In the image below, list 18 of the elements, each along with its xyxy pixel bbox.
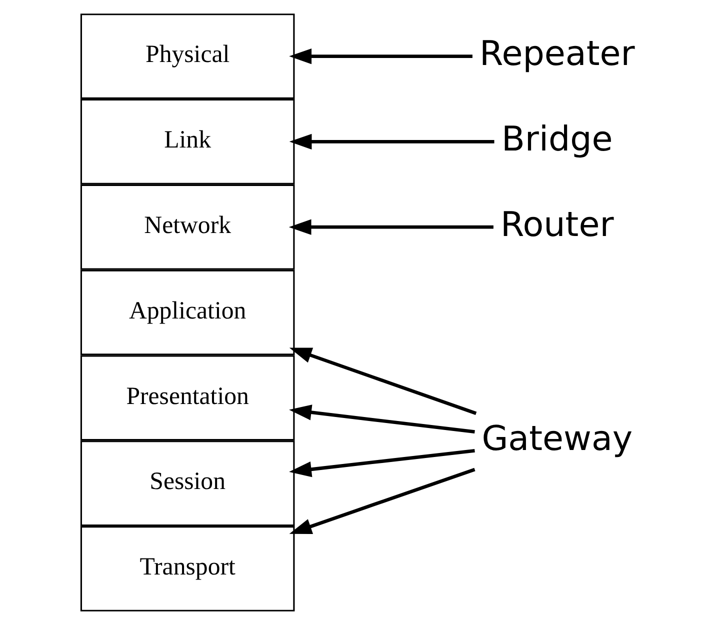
node-box: Physical [80,14,295,99]
arrow [288,219,494,235]
node-box: Application [80,270,295,356]
node-box: Session [80,440,295,526]
arrow [289,468,476,534]
node-text: Gateway [482,419,633,460]
arrow [289,348,477,416]
arrow [289,48,472,64]
arrow [289,448,475,478]
node-text: Bridge [501,119,613,160]
node-text: Repeater [480,34,635,74]
node-text: Router [500,204,614,245]
arrow [289,134,494,150]
node-box: Transport [80,526,295,612]
node-box: Network [80,184,295,270]
node-box: Link [80,98,295,184]
arrow [289,404,475,434]
node-box: Presentation [80,355,295,441]
